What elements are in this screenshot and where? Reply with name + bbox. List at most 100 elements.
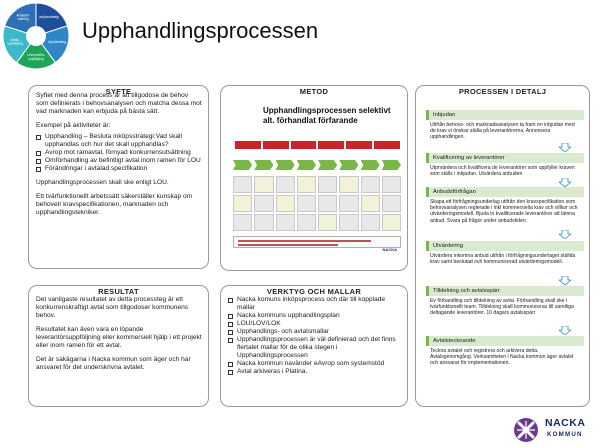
process-step: Utvärdering Utvärdera inkomna anbud utif…: [426, 241, 584, 265]
down-arrow-icon: [559, 143, 571, 152]
resultat-body: Det vanligaste resultatet av detta proce…: [36, 296, 202, 378]
step-title: Avtalstecknande: [426, 336, 584, 346]
syfte-heading: SYFTE: [99, 87, 138, 96]
checkbox-bullet-icon: [228, 297, 233, 303]
detalj-panel: PROCESSEN I DETALJ Inbjudan Utifrån beho…: [415, 85, 590, 407]
step-text: Utvärdera inkomna anbud utifrån i förfrå…: [430, 253, 576, 266]
process-step: Anbudsförfrågan Skapa ett förfrågningsun…: [426, 187, 584, 224]
list-item: Avtal arkiveras i Platina.: [228, 368, 401, 376]
wheel-segment: [3, 2, 37, 37]
step-title: Utvärdering: [426, 241, 584, 251]
phase-box: [262, 141, 289, 149]
checkbox-bullet-icon: [36, 166, 41, 172]
list-item: Omförhandling av befintligt avtal inom r…: [36, 157, 202, 165]
wheel-center: [26, 26, 46, 46]
checkbox-bullet-icon: [36, 158, 41, 164]
list-item: Nacka kommuns upphandlingsplan: [228, 312, 401, 320]
resultat-paragraph: Det vanligaste resultatet av detta proce…: [36, 296, 189, 319]
down-arrow-icon: [559, 326, 571, 335]
nacka-logo-name: NACKA: [545, 417, 586, 429]
nacka-logo-sub: KOMMUN: [547, 431, 583, 438]
wheel-segment-label: Upphandling: [48, 40, 66, 44]
checkbox-bullet-icon: [228, 329, 233, 335]
list-item: Upphandling – Besluta inköpsstrategi:Vad…: [36, 133, 202, 149]
down-arrow-icon: [559, 276, 571, 285]
metod-panel: METOD Upphandlingsprocessen selektivt al…: [220, 85, 408, 271]
step-title: Anbudsförfrågan: [426, 187, 584, 197]
chevron-arrow-icon: [233, 160, 253, 170]
chevron-arrow-icon: [254, 160, 274, 170]
checkbox-bullet-icon: [36, 150, 41, 156]
resultat-paragraph: Det är sakägarna i Nacka kommun som äger…: [36, 356, 191, 371]
syfte-examples-label: Exempel på aktiviteter är:: [36, 122, 111, 129]
step-text: Ev förhandling och tilldelning av avtal.…: [430, 298, 574, 317]
step-title: Inbjudan: [426, 110, 584, 120]
process-step: Inbjudan Utifrån behovs- och marknadsana…: [426, 110, 584, 141]
checkbox-bullet-icon: [228, 369, 233, 375]
chevron-arrow-icon: [275, 160, 295, 170]
metod-activity-grid: [233, 176, 401, 232]
metod-diagram-title: Upphandlingsprocessen selektivt alt. för…: [263, 106, 391, 125]
wheel-segment-label: Leverantörs-uppföljning: [27, 53, 45, 61]
checkbox-bullet-icon: [228, 337, 233, 343]
syfte-activity-list: Upphandling – Besluta inköpsstrategi:Vad…: [36, 133, 202, 173]
resultat-paragraph: Resultatet kan även vara en löpande leve…: [36, 326, 202, 349]
metod-note-box: [233, 236, 401, 248]
verktyg-list: Nacka komuns inköpsprocess och där till …: [228, 296, 401, 376]
process-step: Tilldelning och avtalsspärr Ev förhandli…: [426, 286, 584, 317]
step-text: Skapa ett förfrågningsunderlag utifrån d…: [430, 199, 578, 224]
phase-box: [346, 141, 373, 149]
syfte-body: Syftet med denna process är att tillgodo…: [36, 92, 202, 223]
phase-box: [290, 141, 317, 149]
wheel-segment-label: Inköpsstrategi: [39, 15, 59, 19]
process-step: Avtalstecknande Teckna avtalet och regis…: [426, 336, 584, 367]
wheel-segment-label: Avtals-uppföljning: [7, 38, 23, 46]
page-title: Upphandlingsprocessen: [82, 18, 319, 43]
down-arrow-icon: [559, 178, 571, 187]
resultat-panel: RESULTAT Det vanligaste resultatet av de…: [28, 285, 209, 407]
phase-box: [374, 141, 400, 149]
process-wheel-logo: InköpsstrategiUpphandlingLeverantörs-upp…: [2, 2, 70, 70]
metod-nacka-tag: NACKA: [382, 247, 397, 252]
list-item: Upphandlings- och avtalsmallar: [228, 328, 401, 336]
list-item: Upphandlingsprocessen är väl definierad …: [228, 336, 401, 360]
phase-box: [235, 141, 261, 149]
chevron-arrow-icon: [339, 160, 359, 170]
down-arrow-icon: [559, 230, 571, 239]
chevron-arrow-icon: [296, 160, 316, 170]
list-item: Förändringar i avtalad specifikation: [36, 165, 202, 173]
checkbox-bullet-icon: [36, 134, 41, 140]
list-item: LOU/LOV/LOK: [228, 320, 401, 328]
checkbox-bullet-icon: [228, 361, 233, 367]
step-text: Teckna avtalet och registrera och arkive…: [430, 348, 574, 367]
list-item: Nacka kommun navänder eAvrop som systems…: [228, 360, 401, 368]
resultat-heading: RESULTAT: [92, 287, 145, 296]
process-step: Kvalificering av leverantörer Utprvärder…: [426, 153, 584, 177]
verktyg-heading: VERKTYG OCH MALLAR: [260, 287, 368, 296]
step-text: Utprvärdera och kvalificera de leverantö…: [430, 165, 575, 178]
chevron-arrow-icon: [360, 160, 380, 170]
wheel-segment-label: Avtalsför-valtning: [16, 13, 29, 21]
syfte-panel: SYFTE Syftet med denna process är att ti…: [28, 85, 209, 269]
step-title: Tilldelning och avtalsspärr: [426, 286, 584, 296]
list-item: Avrop mot ramavtal, förnyad konkurrensut…: [36, 149, 202, 157]
syfte-intro: Syftet med denna process är att tillgodo…: [36, 92, 202, 115]
checkbox-bullet-icon: [228, 313, 233, 319]
chevron-arrow-icon: [318, 160, 338, 170]
checkbox-bullet-icon: [228, 321, 233, 327]
metod-phase-boxes: [235, 141, 400, 149]
syfte-lou: Upphandlingsprocessen skall ske enligt L…: [36, 179, 169, 186]
metod-heading: METOD: [293, 87, 335, 96]
wheel-segment: [15, 35, 57, 70]
nacka-kommun-logo: [514, 418, 538, 442]
detalj-heading: PROCESSEN I DETALJ: [452, 87, 553, 96]
verktyg-panel: VERKTYG OCH MALLAR Nacka komuns inköpspr…: [220, 285, 408, 407]
metod-arrow-row: [233, 160, 401, 170]
syfte-team: Ett tvärfunktionellt arbetssätt säkerstä…: [36, 193, 193, 216]
step-title: Kvalificering av leverantörer: [426, 153, 584, 163]
step-text: Utifrån behovs- och marknadsanalysen ta …: [430, 122, 575, 141]
wheel-segment: [35, 2, 69, 37]
chevron-arrow-icon: [381, 160, 401, 170]
list-item: Nacka komuns inköpsprocess och där till …: [228, 296, 401, 312]
phase-box: [318, 141, 345, 149]
